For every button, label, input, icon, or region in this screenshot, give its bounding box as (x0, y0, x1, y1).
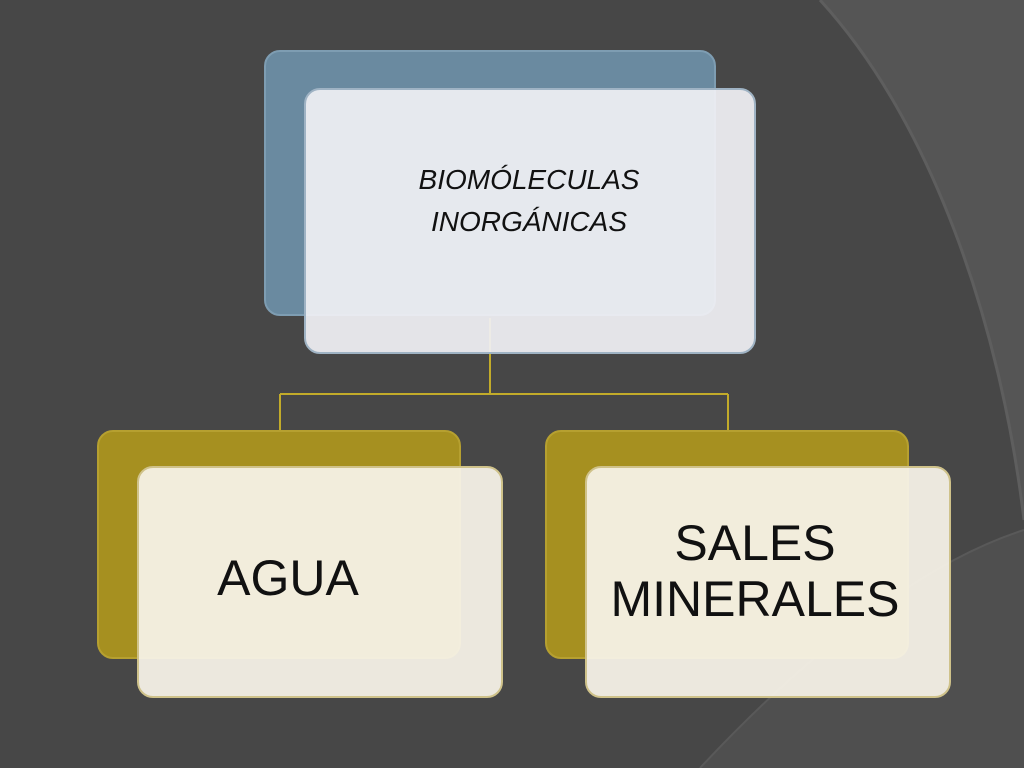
child-node-sales-label-line2: MINERALES (610, 571, 900, 627)
child-node-agua: AGUA (137, 466, 503, 698)
child-node-sales-minerales: SALES MINERALES (585, 466, 951, 698)
root-node: BIOMÓLECULAS INORGÁNICAS (304, 88, 756, 354)
root-node-line2: INORGÁNICAS (430, 206, 627, 237)
root-node-line1: BIOMÓLECULAS (418, 164, 640, 195)
child-node-agua-label: AGUA (217, 550, 359, 606)
child-node-sales-label-line1: SALES (674, 515, 836, 571)
